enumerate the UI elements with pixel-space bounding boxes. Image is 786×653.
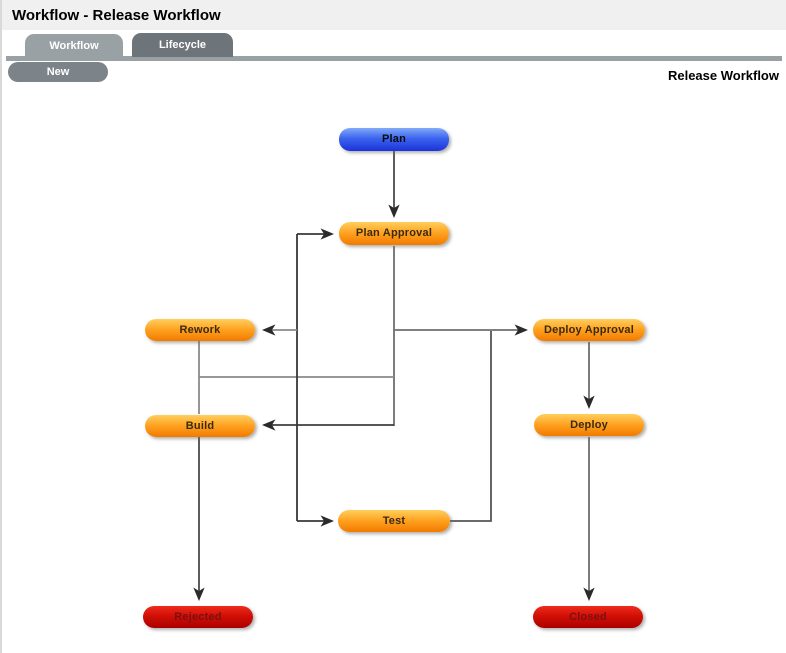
tab-underline-bar bbox=[6, 56, 782, 61]
tab-workflow[interactable]: Workflow bbox=[25, 34, 123, 57]
node-plan-approval[interactable]: Plan Approval bbox=[339, 222, 449, 245]
edge-test-riser bbox=[450, 331, 492, 522]
window-left-border bbox=[0, 0, 2, 653]
node-closed[interactable]: Closed bbox=[533, 606, 643, 628]
workflow-name-label: Release Workflow bbox=[667, 68, 779, 83]
node-build[interactable]: Build bbox=[145, 415, 255, 437]
titlebar: Workflow - Release Workflow bbox=[2, 0, 786, 30]
node-deploy-approval[interactable]: Deploy Approval bbox=[533, 319, 645, 341]
node-rework[interactable]: Rework bbox=[145, 319, 255, 341]
new-button[interactable]: New bbox=[8, 62, 108, 82]
node-test[interactable]: Test bbox=[338, 510, 450, 532]
page-title: Workflow - Release Workflow bbox=[12, 7, 221, 24]
node-deploy[interactable]: Deploy bbox=[534, 414, 644, 436]
tab-lifecycle[interactable]: Lifecycle bbox=[132, 33, 233, 57]
node-plan[interactable]: Plan bbox=[339, 128, 449, 151]
node-rejected[interactable]: Rejected bbox=[143, 606, 253, 628]
